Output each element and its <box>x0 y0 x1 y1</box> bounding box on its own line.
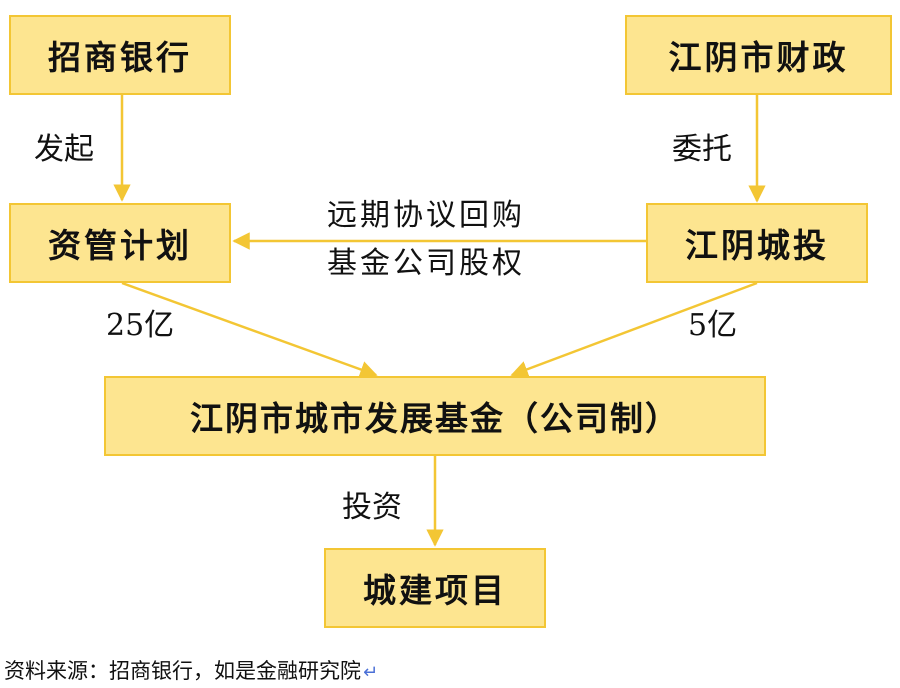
edge-label-invest: 投资 <box>342 490 402 525</box>
edge-label-amount-invest: 5亿 <box>688 308 738 343</box>
arrow-invest-to-fund <box>510 281 758 378</box>
source-note: 资料来源：招商银行，如是金融研究院↵ <box>4 655 378 685</box>
node-asset-plan: 资管计划 <box>9 203 231 283</box>
node-cmb: 招商银行 <box>9 15 231 95</box>
node-jiangyin-finance: 江阴市财政 <box>625 15 892 95</box>
return-mark-icon: ↵ <box>363 662 379 683</box>
edge-label-buyback-line2: 基金公司股权 <box>327 246 525 281</box>
source-text: 资料来源：招商银行，如是金融研究院 <box>4 659 361 683</box>
edge-label-amount-plan: 25亿 <box>106 308 175 343</box>
edge-label-entrust: 委托 <box>672 132 732 167</box>
node-cmb-label: 招商银行 <box>48 38 192 77</box>
node-projects-label: 城建项目 <box>363 571 507 610</box>
node-projects: 城建项目 <box>324 548 546 628</box>
node-jiangyin-finance-label: 江阴市财政 <box>668 38 849 77</box>
arrow-plan-to-fund <box>121 281 378 378</box>
node-jiangyin-invest-label: 江阴城投 <box>685 226 829 265</box>
edge-label-buyback-line1: 远期协议回购 <box>327 198 525 233</box>
node-asset-plan-label: 资管计划 <box>48 226 192 265</box>
edge-label-initiate: 发起 <box>34 132 94 167</box>
node-fund: 江阴市城市发展基金（公司制） <box>104 376 766 456</box>
node-fund-label: 江阴市城市发展基金（公司制） <box>190 399 680 438</box>
node-jiangyin-invest: 江阴城投 <box>646 203 868 283</box>
